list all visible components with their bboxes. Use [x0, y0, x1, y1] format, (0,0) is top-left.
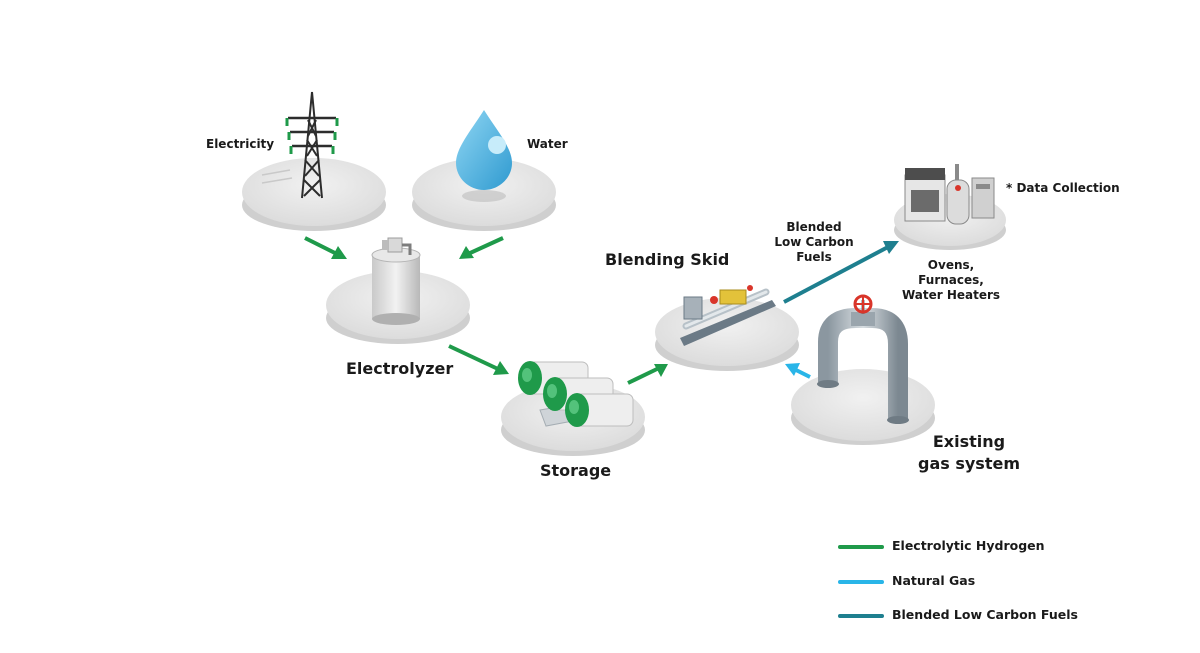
hydrogen-storage-icon [518, 361, 634, 427]
label-storage: Storage [540, 461, 612, 480]
label-data-collection: * Data Collection [1006, 181, 1120, 195]
arrow-water-to-electrolyzer [459, 236, 504, 259]
legend-swatch-hydrogen [838, 545, 884, 549]
arrow-electricity-to-electrolyzer [304, 236, 347, 259]
legend-label: Blended Low Carbon Fuels [892, 607, 1078, 622]
arrow-gas-to-skid [785, 363, 811, 379]
label-blending-skid: Blending Skid [605, 250, 730, 269]
arrow-storage-to-skid [627, 364, 668, 385]
legend-label: Electrolytic Hydrogen [892, 538, 1045, 553]
arrow-electrolyzer-to-storage [448, 344, 509, 375]
legend-swatch-blended [838, 614, 884, 618]
water-drop-icon [456, 110, 512, 202]
legend-swatch-natural-gas [838, 580, 884, 584]
disc-electricity [242, 158, 386, 231]
power-tower-icon [261, 91, 339, 199]
label-water: Water [527, 137, 568, 151]
gas-pipe-icon [817, 294, 909, 424]
label-electricity: Electricity [206, 137, 275, 151]
label-blended-fuels: Blended Low Carbon Fuels [774, 220, 854, 264]
label-appliances: Ovens, Furnaces, Water Heaters [901, 258, 1001, 302]
arrow-skid-to-appliances [783, 241, 899, 304]
legend-label: Natural Gas [892, 573, 976, 588]
blending-skid-icon [680, 285, 776, 346]
electrolyzer-tank-icon [371, 237, 421, 325]
label-electrolyzer: Electrolyzer [346, 359, 454, 378]
label-existing-gas: Existing gas system [918, 432, 1020, 473]
appliances-icon [904, 164, 995, 225]
